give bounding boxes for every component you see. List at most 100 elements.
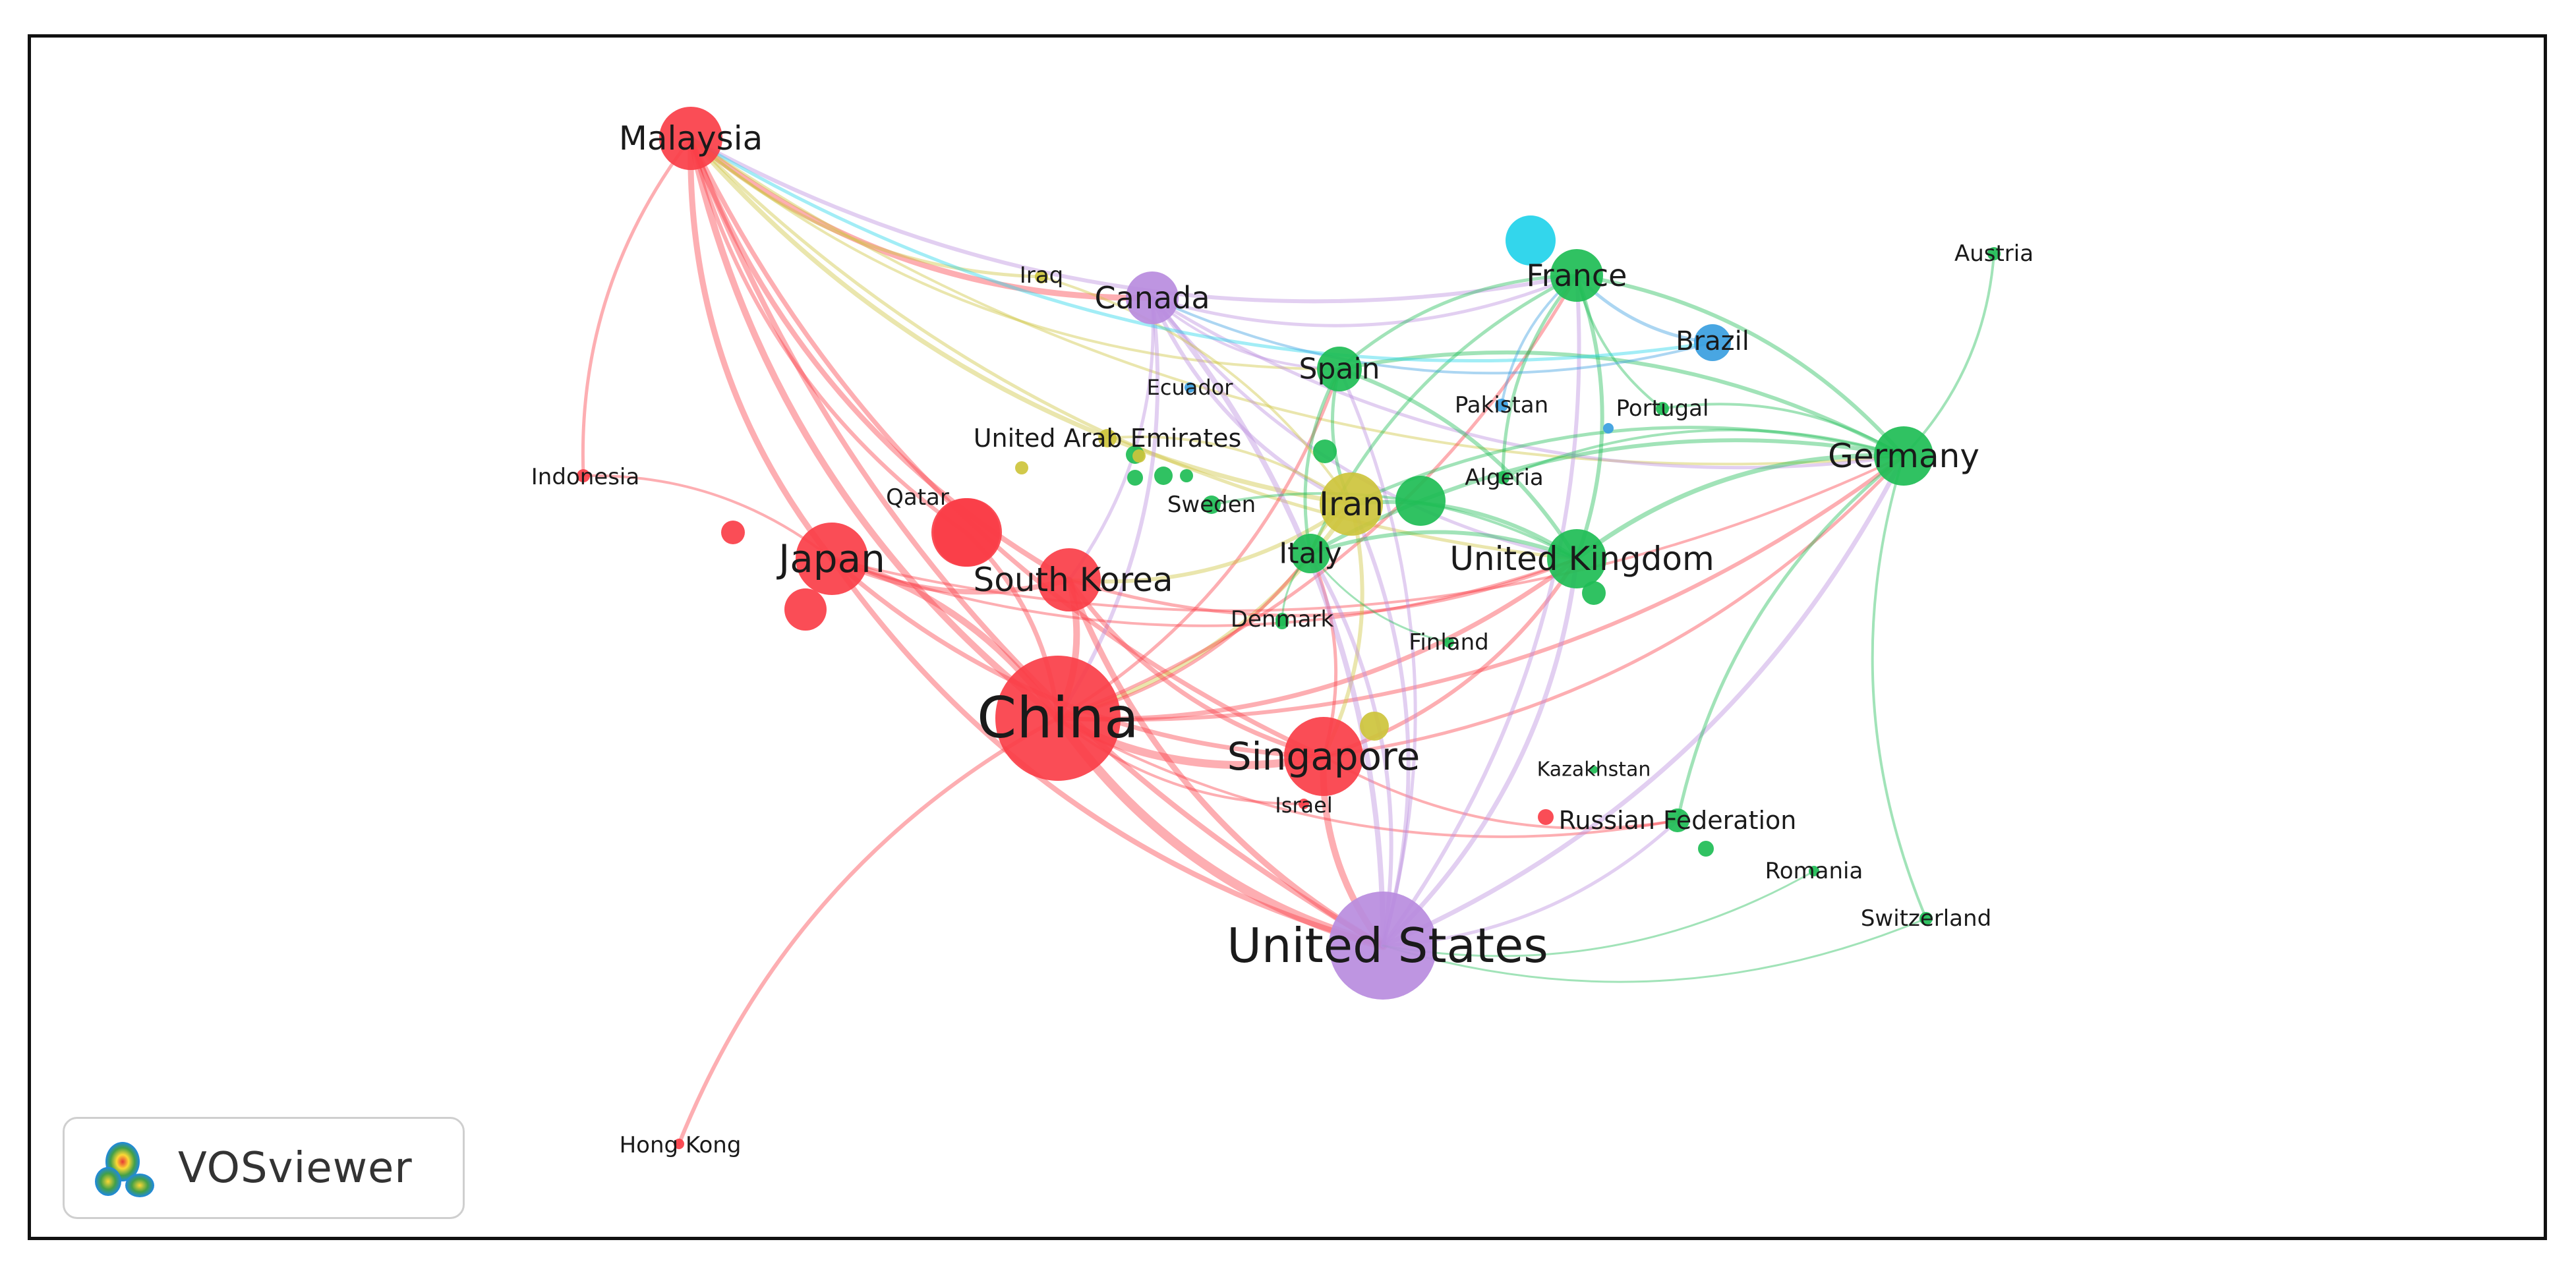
node-algeria[interactable] bbox=[1496, 471, 1509, 484]
edge-singapore-russian-federation bbox=[1322, 755, 1679, 830]
edge-south-korea-iran bbox=[1067, 502, 1353, 584]
node-label-switzerland: Switzerland bbox=[1861, 905, 1991, 932]
edge-malaysia-france bbox=[689, 136, 1579, 304]
node-label-italy: Italy bbox=[1279, 537, 1341, 571]
unlabeled-node[interactable] bbox=[1506, 215, 1556, 266]
logo-text: VOSviewer bbox=[178, 1143, 413, 1193]
node-south-korea[interactable] bbox=[1038, 548, 1101, 611]
node-united-arab-emirates[interactable] bbox=[1098, 429, 1117, 447]
node-label-singapore: Singapore bbox=[1227, 734, 1420, 779]
node-iran[interactable] bbox=[1320, 472, 1383, 536]
node-label-portugal: Portugal bbox=[1616, 395, 1709, 422]
node-brazil[interactable] bbox=[1694, 324, 1731, 361]
node-label-austria: Austria bbox=[1954, 241, 2034, 267]
unlabeled-node[interactable] bbox=[1360, 712, 1389, 741]
node-united-kingdom[interactable] bbox=[1547, 529, 1606, 588]
edge-canada-france bbox=[1150, 273, 1579, 327]
edge-malaysia-china bbox=[688, 135, 1061, 722]
edge-layer bbox=[581, 135, 1995, 1146]
node-label-algeria: Algeria bbox=[1465, 465, 1543, 491]
node-label-russian-federation: Russian Federation bbox=[1559, 806, 1797, 835]
edge-malaysia-spain bbox=[689, 137, 1341, 371]
unlabeled-node[interactable] bbox=[1313, 440, 1337, 463]
node-singapore[interactable] bbox=[1284, 717, 1363, 796]
edge-germany-russian-federation bbox=[1676, 454, 1906, 822]
node-ecuador[interactable] bbox=[1185, 382, 1195, 393]
node-label-kazakhstan: Kazakhstan bbox=[1537, 758, 1651, 781]
node-label-japan: Japan bbox=[776, 536, 885, 581]
node-kazakhstan[interactable] bbox=[1590, 766, 1598, 774]
node-label-pakistan: Pakistan bbox=[1455, 392, 1548, 418]
unlabeled-node[interactable] bbox=[1015, 461, 1028, 474]
node-italy[interactable] bbox=[1291, 534, 1330, 573]
node-romania[interactable] bbox=[1809, 866, 1819, 876]
node-finland[interactable] bbox=[1444, 637, 1454, 648]
unlabeled-node[interactable] bbox=[1154, 467, 1173, 485]
edge-germany-portugal bbox=[1661, 403, 1905, 457]
unlabeled-node[interactable] bbox=[1132, 449, 1146, 463]
edge-italy-finland bbox=[1309, 552, 1450, 644]
edge-malaysia-indonesia bbox=[581, 136, 693, 478]
unlabeled-node[interactable] bbox=[784, 588, 827, 631]
node-label-south-korea: South Korea bbox=[974, 561, 1173, 599]
unlabeled-node[interactable] bbox=[1127, 470, 1143, 486]
node-sweden[interactable] bbox=[1202, 496, 1221, 514]
edge-malaysia-japan bbox=[688, 135, 835, 562]
edge-china-france bbox=[1056, 273, 1579, 720]
node-label-malaysia: Malaysia bbox=[619, 119, 763, 157]
node-malaysia[interactable] bbox=[659, 107, 722, 170]
node-china[interactable] bbox=[995, 656, 1121, 781]
unlabeled-node[interactable] bbox=[1538, 809, 1554, 825]
edge-germany-iran bbox=[1349, 426, 1906, 506]
node-russian-federation[interactable] bbox=[1666, 809, 1689, 832]
node-pakistan[interactable] bbox=[1495, 399, 1508, 412]
node-label-indonesia: Indonesia bbox=[531, 464, 639, 490]
unlabeled-node[interactable] bbox=[1603, 423, 1614, 434]
node-united-states[interactable] bbox=[1329, 892, 1437, 1000]
node-label-united-arab-emirates: United Arab Emirates bbox=[974, 424, 1242, 453]
node-label-denmark: Denmark bbox=[1231, 606, 1334, 633]
unlabeled-node[interactable] bbox=[1698, 841, 1714, 857]
node-iraq[interactable] bbox=[1035, 270, 1048, 283]
node-spain[interactable] bbox=[1317, 347, 1362, 391]
edge-united-states-germany bbox=[1380, 453, 1906, 948]
node-israel[interactable] bbox=[1299, 799, 1309, 809]
edge-germany-spain bbox=[1337, 350, 1906, 458]
node-hong-kong[interactable] bbox=[674, 1139, 684, 1149]
node-denmark[interactable] bbox=[1275, 613, 1289, 626]
edge-united-states-spain bbox=[1337, 367, 1417, 948]
node-layer bbox=[577, 107, 2001, 1149]
edge-united-kingdom-spain bbox=[1337, 367, 1579, 561]
edge-malaysia-iran bbox=[688, 136, 1354, 507]
node-switzerland[interactable] bbox=[1919, 912, 1933, 925]
edge-malaysia-iraq bbox=[689, 136, 1043, 279]
unlabeled-node[interactable] bbox=[721, 521, 745, 544]
node-germany[interactable] bbox=[1874, 426, 1933, 486]
node-label-sweden: Sweden bbox=[1167, 492, 1256, 518]
edge-japan-indonesia bbox=[582, 474, 833, 560]
node-indonesia[interactable] bbox=[577, 469, 590, 482]
edge-united-states-france bbox=[1381, 273, 1581, 948]
node-austria[interactable] bbox=[1987, 247, 2001, 260]
edge-united-states-united-kingdom bbox=[1380, 556, 1579, 948]
node-portugal[interactable] bbox=[1656, 402, 1669, 415]
edge-china-germany bbox=[1056, 454, 1906, 722]
edge-malaysia-united-states bbox=[688, 136, 1386, 948]
edge-singapore-united-kingdom bbox=[1322, 557, 1579, 758]
unlabeled-node[interactable] bbox=[1395, 476, 1446, 526]
edge-malaysia-south-korea bbox=[688, 136, 1072, 582]
vosviewer-logo-icon bbox=[95, 1141, 154, 1197]
node-japan[interactable] bbox=[796, 523, 868, 595]
edge-united-states-italy bbox=[1308, 552, 1393, 948]
node-france[interactable] bbox=[1550, 249, 1603, 302]
node-canada[interactable] bbox=[1126, 271, 1179, 324]
edge-malaysia-germany bbox=[689, 137, 1905, 466]
edge-canada-united-kingdom bbox=[1150, 296, 1579, 561]
node-label-ecuador: Ecuador bbox=[1147, 375, 1234, 400]
unlabeled-node[interactable] bbox=[1180, 469, 1193, 482]
unlabeled-node[interactable] bbox=[1582, 581, 1606, 605]
edge-japan-united-kingdom bbox=[831, 557, 1578, 627]
edge-united-states-iran bbox=[1349, 502, 1411, 948]
node-qatar[interactable] bbox=[931, 498, 1000, 567]
